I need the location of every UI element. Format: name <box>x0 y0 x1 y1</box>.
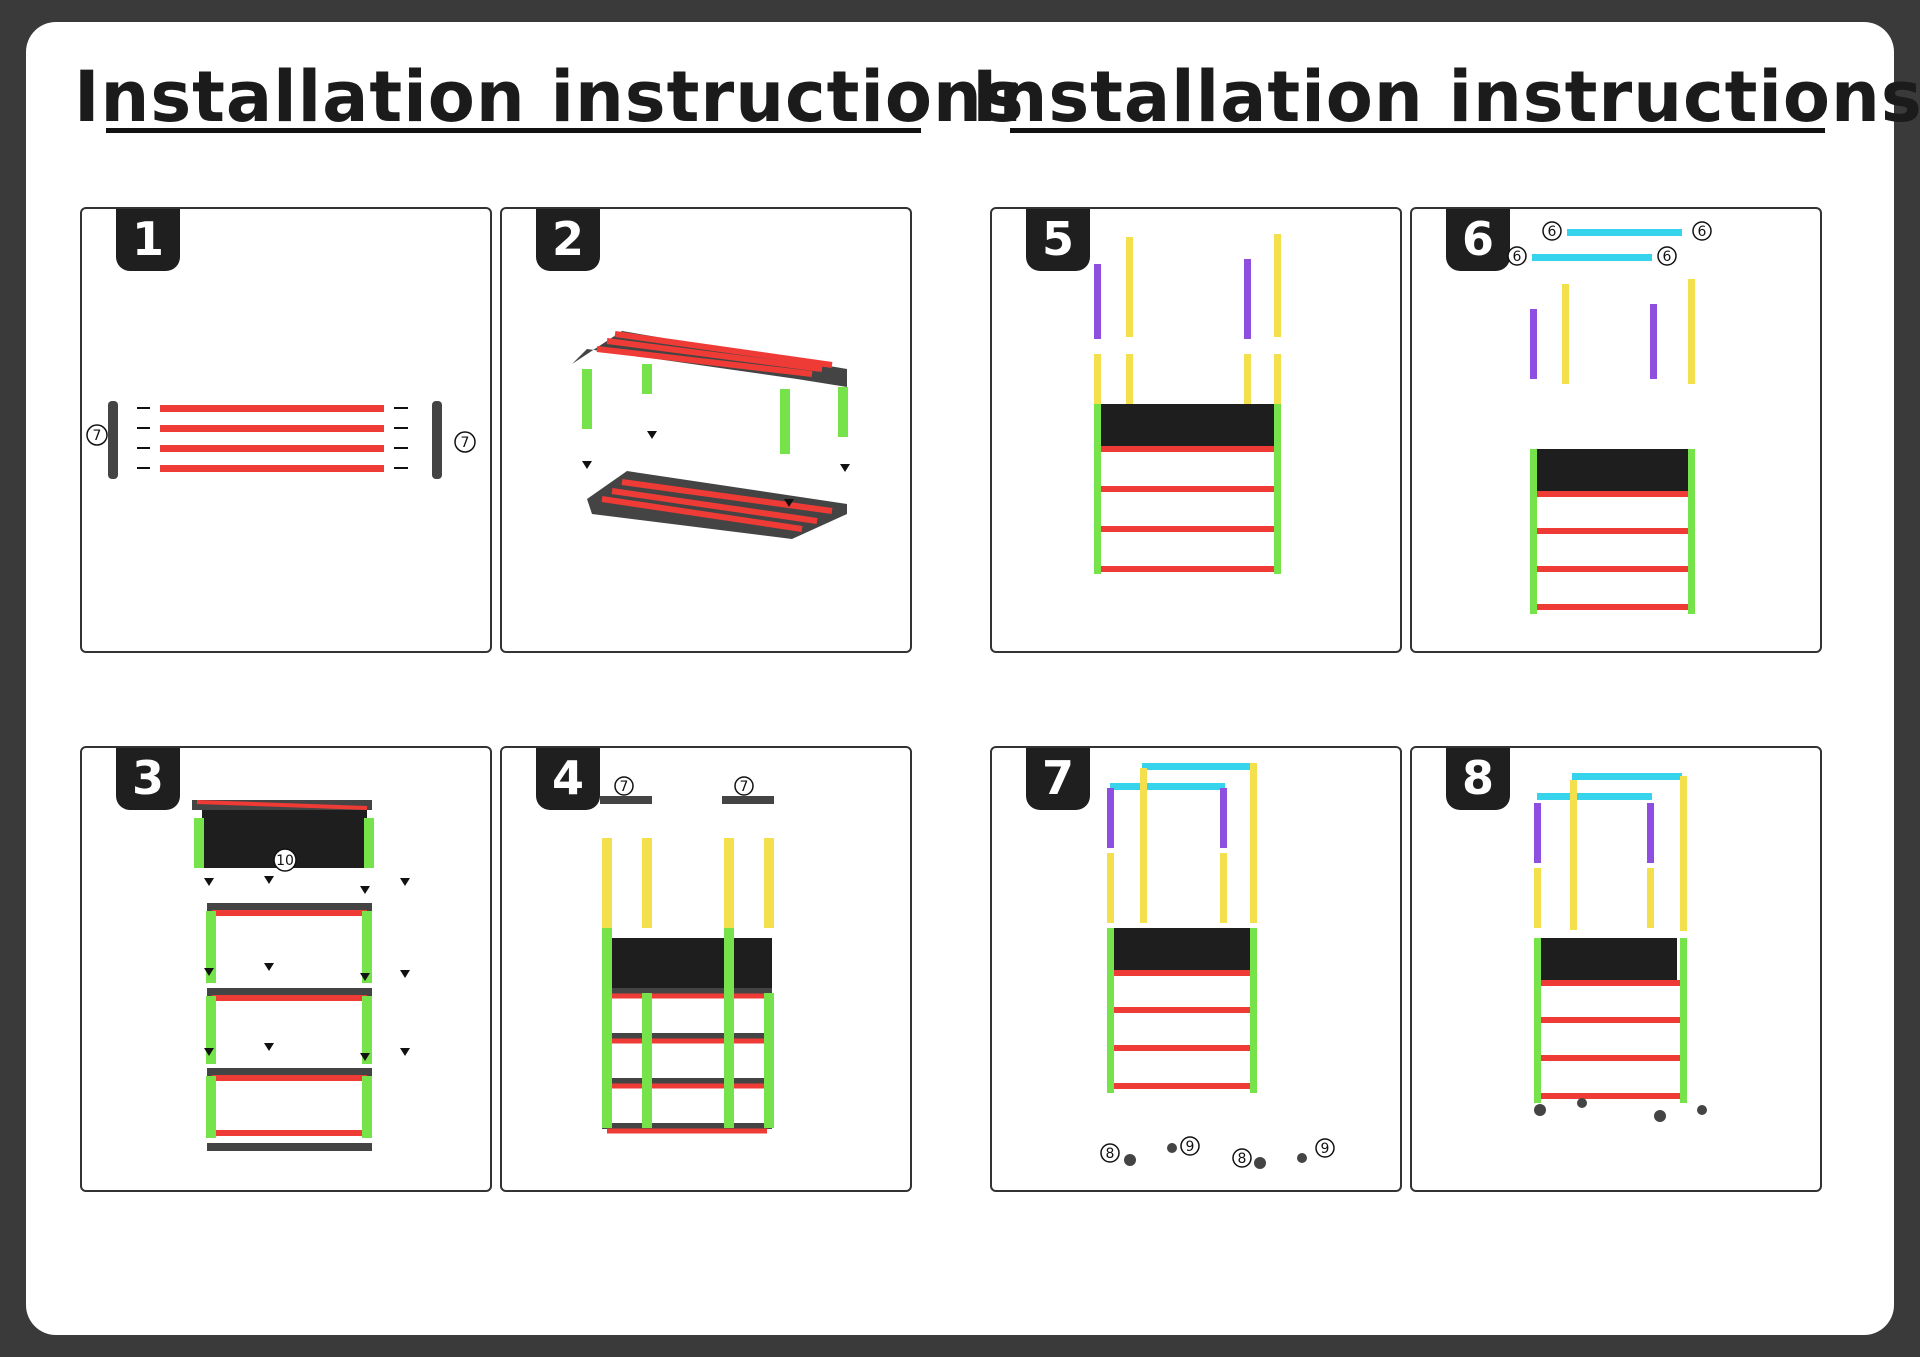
storage-box <box>1537 938 1677 980</box>
cyan-rails <box>1532 229 1682 261</box>
green-legs <box>1094 404 1281 574</box>
shelves <box>602 988 772 1134</box>
shelves <box>1532 491 1692 610</box>
title-underline-left <box>106 128 921 133</box>
callouts-6: 6 6 6 6 <box>1507 221 1712 266</box>
purple-poles <box>1534 803 1654 863</box>
purple-poles <box>1530 304 1657 379</box>
step-2-panel: 2 <box>500 207 912 653</box>
arrows <box>137 407 408 469</box>
side-connector-left <box>108 401 118 479</box>
step-2-illustration <box>572 331 850 539</box>
green-legs <box>602 928 774 1128</box>
step-number-badge: 8 <box>1446 748 1510 810</box>
lower-shelf <box>587 471 847 539</box>
wheels <box>1124 1143 1307 1169</box>
legs <box>206 911 372 1138</box>
down-arrows <box>582 431 850 507</box>
callouts-wheels-feet: 8 9 8 9 <box>1100 1136 1335 1168</box>
step-4-illustration: 7 7 <box>600 776 774 1134</box>
step-1-illustration: 7 7 <box>86 401 476 479</box>
shelf-tubes <box>160 405 384 472</box>
step-6-panel: 6 6 6 6 6 <box>1410 207 1822 653</box>
step-number-badge: 2 <box>536 209 600 271</box>
step-number-badge: 3 <box>116 748 180 810</box>
svg-text:10: 10 <box>276 853 294 869</box>
green-legs <box>1530 449 1695 614</box>
svg-text:6: 6 <box>1663 249 1672 265</box>
down-arrows <box>204 876 410 1061</box>
storage-box <box>1096 404 1276 446</box>
callout-10: 10 <box>273 848 297 872</box>
svg-text:6: 6 <box>1548 224 1557 240</box>
svg-text:7: 7 <box>461 435 470 451</box>
callouts-7: 7 7 <box>614 776 754 796</box>
shelves <box>1537 980 1682 1099</box>
shelves <box>207 903 372 1151</box>
shelves <box>1112 970 1252 1089</box>
step-number-badge: 5 <box>1026 209 1090 271</box>
title-underline-right <box>1010 128 1825 133</box>
title-right: Installation instructions <box>972 56 1920 138</box>
step-8-panel: 8 <box>1410 746 1822 1192</box>
side-connector-right <box>432 401 442 479</box>
callout-7-right: 7 <box>454 431 476 453</box>
step-number-badge: 1 <box>116 209 180 271</box>
step-6-illustration: 6 6 6 6 <box>1507 221 1712 614</box>
step-3-illustration: 10 <box>192 800 410 1151</box>
step-number-badge: 4 <box>536 748 600 810</box>
cyan-rails <box>1110 763 1252 790</box>
svg-text:7: 7 <box>620 779 629 795</box>
yellow-poles <box>1562 279 1695 384</box>
step-7-panel: 7 8 <box>990 746 1402 1192</box>
svg-text:8: 8 <box>1106 1146 1115 1162</box>
svg-text:7: 7 <box>740 779 749 795</box>
yellow-poles <box>1107 763 1257 923</box>
step-number-badge: 7 <box>1026 748 1090 810</box>
cyan-rails <box>1537 773 1682 800</box>
purple-poles <box>1107 788 1227 848</box>
step-1-panel: 1 7 7 <box>80 207 492 653</box>
step-4-panel: 4 7 7 <box>500 746 912 1192</box>
step-7-illustration: 8 9 8 9 <box>1100 763 1335 1169</box>
top-connectors <box>600 796 774 804</box>
svg-text:6: 6 <box>1698 224 1707 240</box>
instruction-sheet: Installation instructions Installation i… <box>26 22 1920 1335</box>
step-number-badge: 6 <box>1446 209 1510 271</box>
storage-box <box>1532 449 1692 491</box>
storage-box <box>1110 928 1250 970</box>
shelves <box>1097 446 1277 572</box>
step-5-illustration <box>1094 234 1281 574</box>
purple-poles <box>1094 259 1251 339</box>
yellow-poles <box>1094 234 1281 404</box>
step-3-panel: 3 10 <box>80 746 492 1192</box>
svg-text:9: 9 <box>1186 1139 1195 1155</box>
wheels <box>1534 1098 1707 1122</box>
svg-text:6: 6 <box>1513 249 1522 265</box>
callout-7-left: 7 <box>86 424 108 446</box>
storage-box <box>602 938 772 988</box>
yellow-poles <box>602 838 774 928</box>
svg-text:8: 8 <box>1238 1151 1247 1167</box>
green-legs <box>1534 938 1687 1103</box>
title-left: Installation instructions <box>74 56 1025 138</box>
svg-text:9: 9 <box>1321 1141 1330 1157</box>
green-legs <box>1107 928 1257 1093</box>
upper-shelf <box>572 331 848 454</box>
step-8-illustration <box>1534 773 1707 1122</box>
svg-text:7: 7 <box>93 428 102 444</box>
step-5-panel: 5 <box>990 207 1402 653</box>
yellow-poles <box>1534 776 1687 931</box>
